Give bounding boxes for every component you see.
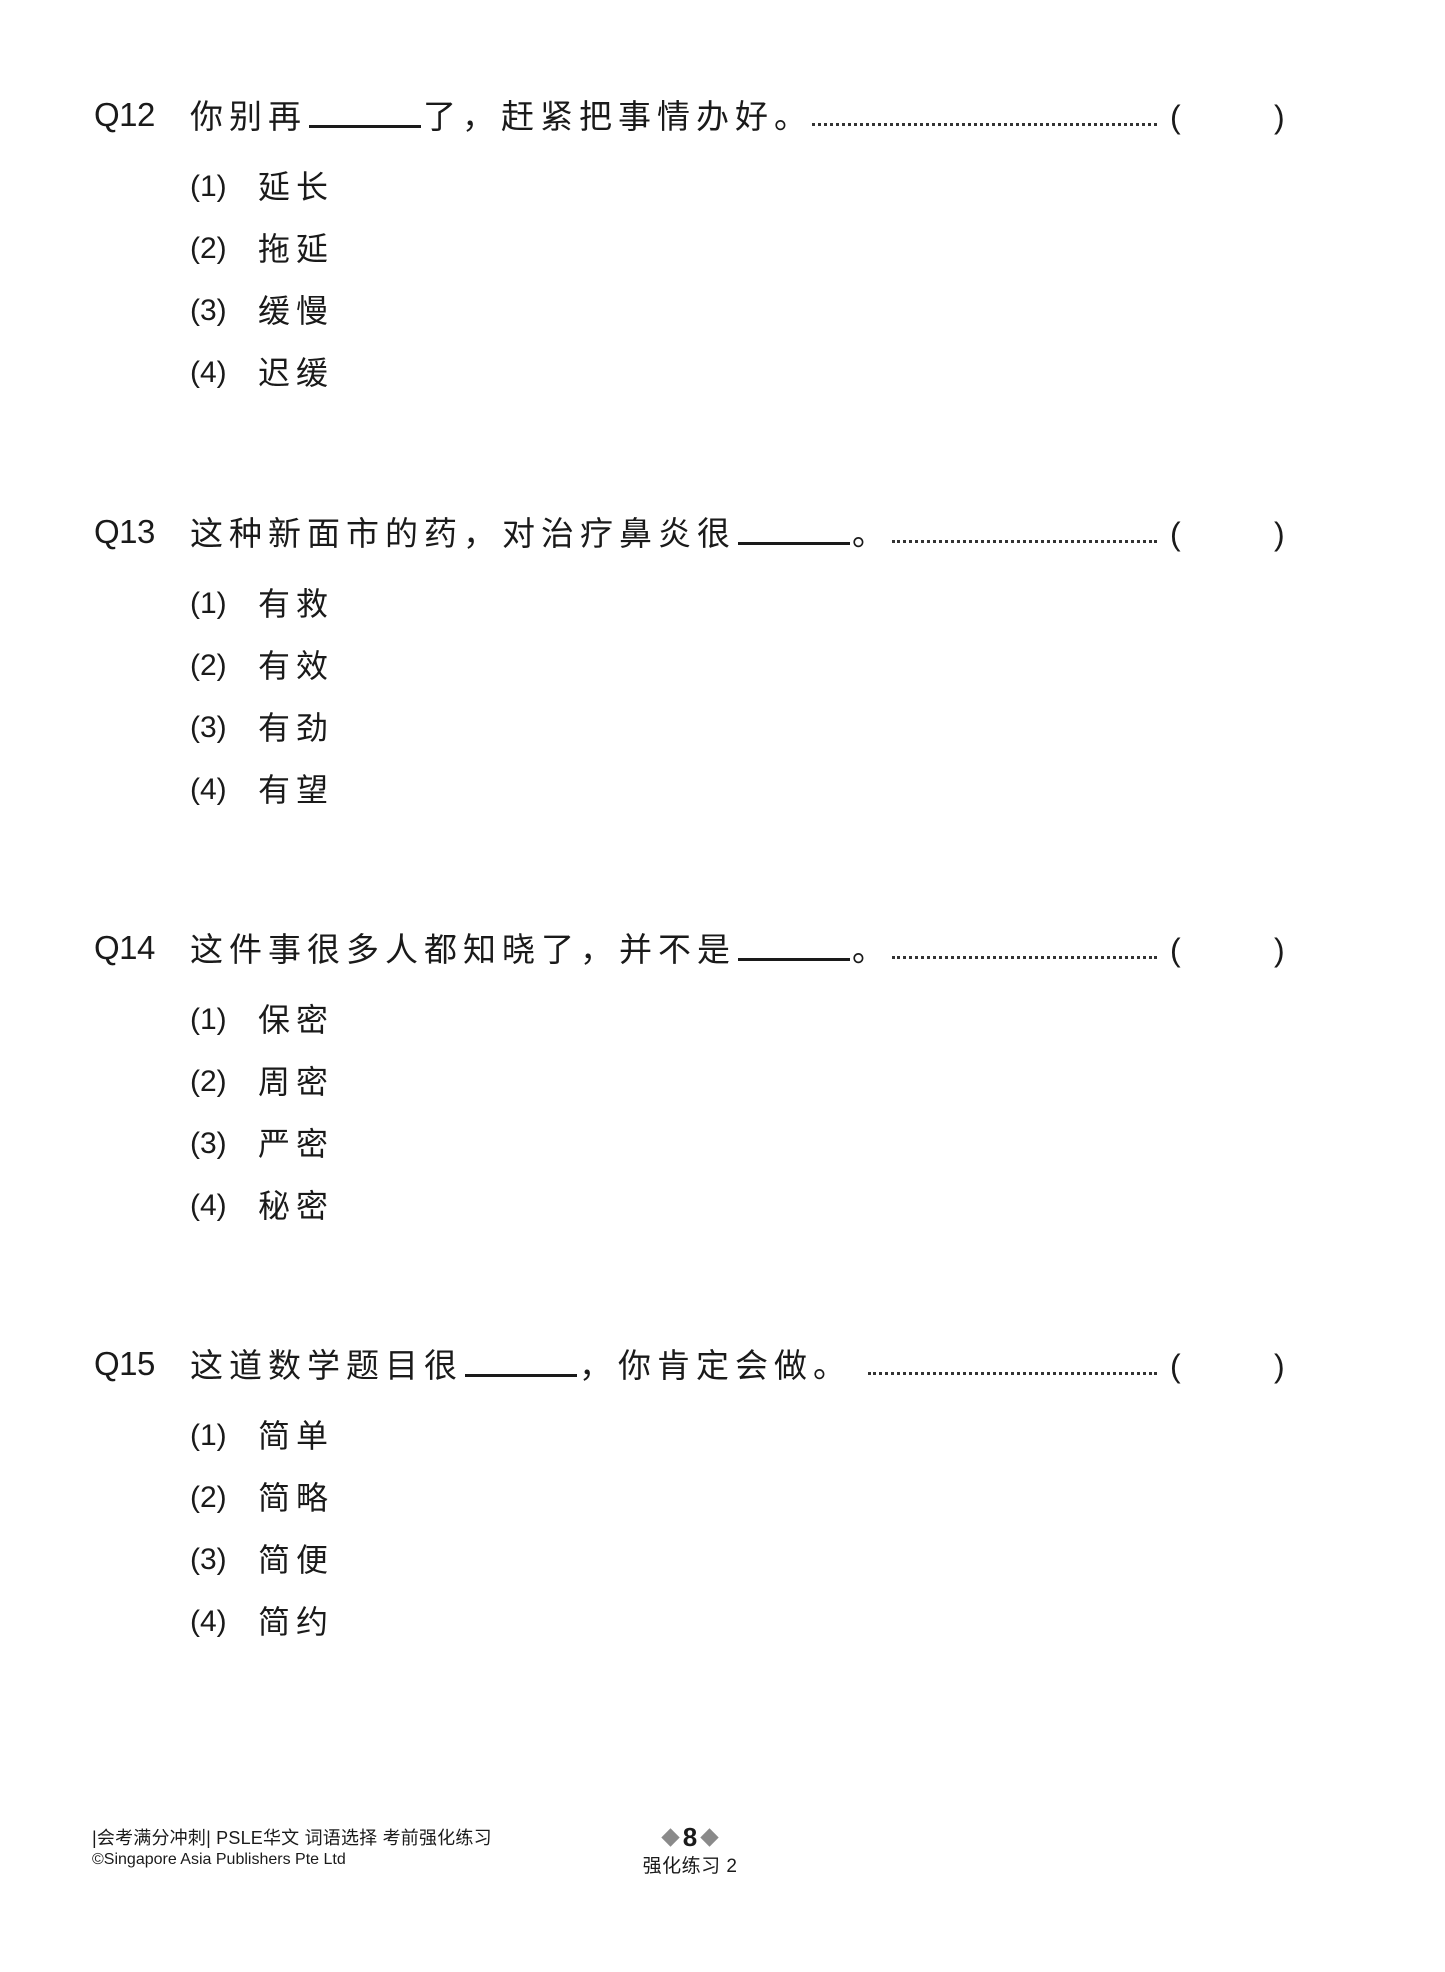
stem-after-blank: ，你肯定会做。	[579, 1346, 852, 1385]
option-item[interactable]: (1) 简单	[0, 1414, 600, 1458]
answer-paren-open: (	[1170, 932, 1181, 968]
option-text: 有望	[258, 771, 335, 809]
option-item[interactable]: (1) 有救	[0, 582, 600, 626]
option-item[interactable]: (3) 缓慢	[0, 289, 600, 333]
footer-page-info: 8 强化练习 2	[600, 1822, 780, 1880]
book-title: |会考满分冲刺| PSLE华文 词语选择 考前强化练习	[92, 1828, 492, 1848]
footer-publication-info: |会考满分冲刺| PSLE华文 词语选择 考前强化练习 ©Singapore A…	[92, 1826, 492, 1870]
question-number: Q15	[94, 1345, 155, 1382]
dotted-leader	[812, 119, 1157, 126]
answer-paren-close: )	[1274, 1348, 1285, 1384]
section-label: 强化练习 2	[642, 1856, 738, 1877]
option-text: 秘密	[258, 1187, 335, 1225]
option-label: (4)	[190, 773, 227, 806]
answer-blank	[465, 1342, 577, 1377]
option-item[interactable]: (2) 有效	[0, 644, 600, 688]
question-stem: 你别再 了，赶紧把事情办好。	[190, 93, 813, 139]
stem-before-blank: 这道数学题目很	[190, 1346, 463, 1385]
option-label: (1)	[190, 587, 227, 620]
question-number: Q14	[94, 929, 155, 966]
option-label: (4)	[190, 1189, 227, 1222]
stem-after-blank: 。	[852, 930, 891, 969]
option-text: 简略	[258, 1479, 335, 1517]
answer-paren-open: (	[1170, 99, 1181, 135]
option-text: 拖延	[258, 230, 335, 268]
dotted-leader	[892, 952, 1157, 959]
question-stem: 这件事很多人都知晓了，并不是 。	[190, 926, 891, 972]
option-item[interactable]: (4) 简约	[0, 1600, 600, 1644]
question-stem: 这种新面市的药，对治疗鼻炎很 。	[190, 510, 891, 556]
option-item[interactable]: (4) 有望	[0, 768, 600, 812]
option-item[interactable]: (4) 秘密	[0, 1184, 600, 1228]
option-text: 简便	[258, 1541, 335, 1579]
answer-blank	[309, 93, 421, 128]
option-text: 周密	[258, 1063, 335, 1101]
option-text: 缓慢	[258, 292, 335, 330]
option-label: (3)	[190, 711, 227, 744]
option-label: (4)	[190, 356, 227, 389]
option-item[interactable]: (3) 简便	[0, 1538, 600, 1582]
question-stem: 这道数学题目很 ，你肯定会做。	[190, 1342, 852, 1388]
option-label: (1)	[190, 1419, 227, 1452]
option-label: (1)	[190, 170, 227, 203]
option-label: (1)	[190, 1003, 227, 1036]
question-stem-line: Q14 这件事很多人都知晓了，并不是 。 ( )	[0, 926, 1445, 970]
dotted-leader	[892, 536, 1157, 543]
option-item[interactable]: (3) 严密	[0, 1122, 600, 1166]
question-stem-line: Q13 这种新面市的药，对治疗鼻炎很 。 ( )	[0, 510, 1445, 554]
option-label: (3)	[190, 1543, 227, 1576]
option-label: (2)	[190, 649, 227, 682]
stem-before-blank: 这种新面市的药，对治疗鼻炎很	[190, 514, 736, 553]
answer-paren-close: )	[1274, 99, 1285, 135]
option-text: 有劲	[258, 709, 335, 747]
page-number: 8	[682, 1822, 698, 1852]
option-item[interactable]: (2) 拖延	[0, 227, 600, 271]
diamond-icon	[661, 1827, 680, 1847]
page-number-row: 8	[600, 1822, 780, 1852]
stem-before-blank: 你别再	[190, 97, 307, 136]
option-label: (2)	[190, 232, 227, 265]
question-number: Q13	[94, 513, 155, 550]
dotted-leader	[868, 1368, 1157, 1375]
question-number: Q12	[94, 96, 155, 133]
option-text: 简约	[258, 1603, 335, 1641]
option-item[interactable]: (1) 保密	[0, 998, 600, 1042]
question-stem-line: Q15 这道数学题目很 ，你肯定会做。 ( )	[0, 1342, 1445, 1386]
option-label: (3)	[190, 1127, 227, 1160]
answer-blank	[738, 926, 850, 961]
answer-blank	[738, 510, 850, 545]
option-label: (3)	[190, 294, 227, 327]
option-item[interactable]: (3) 有劲	[0, 706, 600, 750]
option-text: 延长	[258, 168, 335, 206]
option-text: 有效	[258, 647, 335, 685]
option-item[interactable]: (4) 迟缓	[0, 351, 600, 395]
option-item[interactable]: (1) 延长	[0, 165, 600, 209]
option-text: 简单	[258, 1417, 335, 1455]
answer-paren-open: (	[1170, 516, 1181, 552]
stem-after-blank: 。	[852, 514, 891, 553]
option-item[interactable]: (2) 周密	[0, 1060, 600, 1104]
option-text: 迟缓	[258, 354, 335, 392]
option-label: (4)	[190, 1605, 227, 1638]
option-text: 有救	[258, 585, 335, 623]
answer-paren-open: (	[1170, 1348, 1181, 1384]
answer-paren-close: )	[1274, 932, 1285, 968]
diamond-icon	[700, 1827, 719, 1847]
copyright-notice: ©Singapore Asia Publishers Pte Ltd	[92, 1851, 346, 1868]
option-text: 保密	[258, 1001, 335, 1039]
option-item[interactable]: (2) 简略	[0, 1476, 600, 1520]
answer-paren-close: )	[1274, 516, 1285, 552]
stem-after-blank: 了，赶紧把事情办好。	[423, 97, 813, 136]
stem-before-blank: 这件事很多人都知晓了，并不是	[190, 930, 736, 969]
option-label: (2)	[190, 1065, 227, 1098]
question-stem-line: Q12 你别再 了，赶紧把事情办好。 ( )	[0, 93, 1445, 137]
option-text: 严密	[258, 1125, 335, 1163]
option-label: (2)	[190, 1481, 227, 1514]
